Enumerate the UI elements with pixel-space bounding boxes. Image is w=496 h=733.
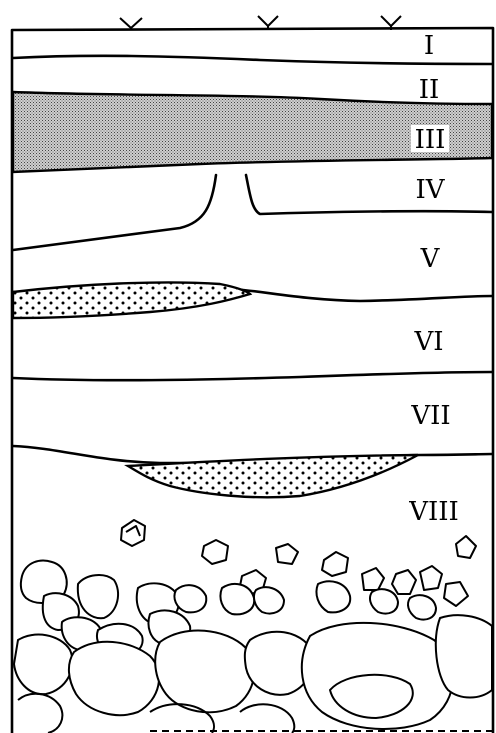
lens-VII-VIII bbox=[128, 455, 418, 497]
label-layer-VI: VI bbox=[413, 327, 443, 357]
label-layer-V: V bbox=[420, 244, 441, 274]
label-layer-VIII: VIII bbox=[408, 497, 459, 527]
label-layer-VII: VII bbox=[410, 401, 450, 431]
label-layer-I: I bbox=[424, 31, 434, 61]
label-layer-IV: IV bbox=[415, 175, 445, 205]
lens-V-VI bbox=[13, 282, 250, 318]
label-layer-II: II bbox=[419, 75, 440, 105]
label-layer-III: III bbox=[415, 125, 446, 155]
